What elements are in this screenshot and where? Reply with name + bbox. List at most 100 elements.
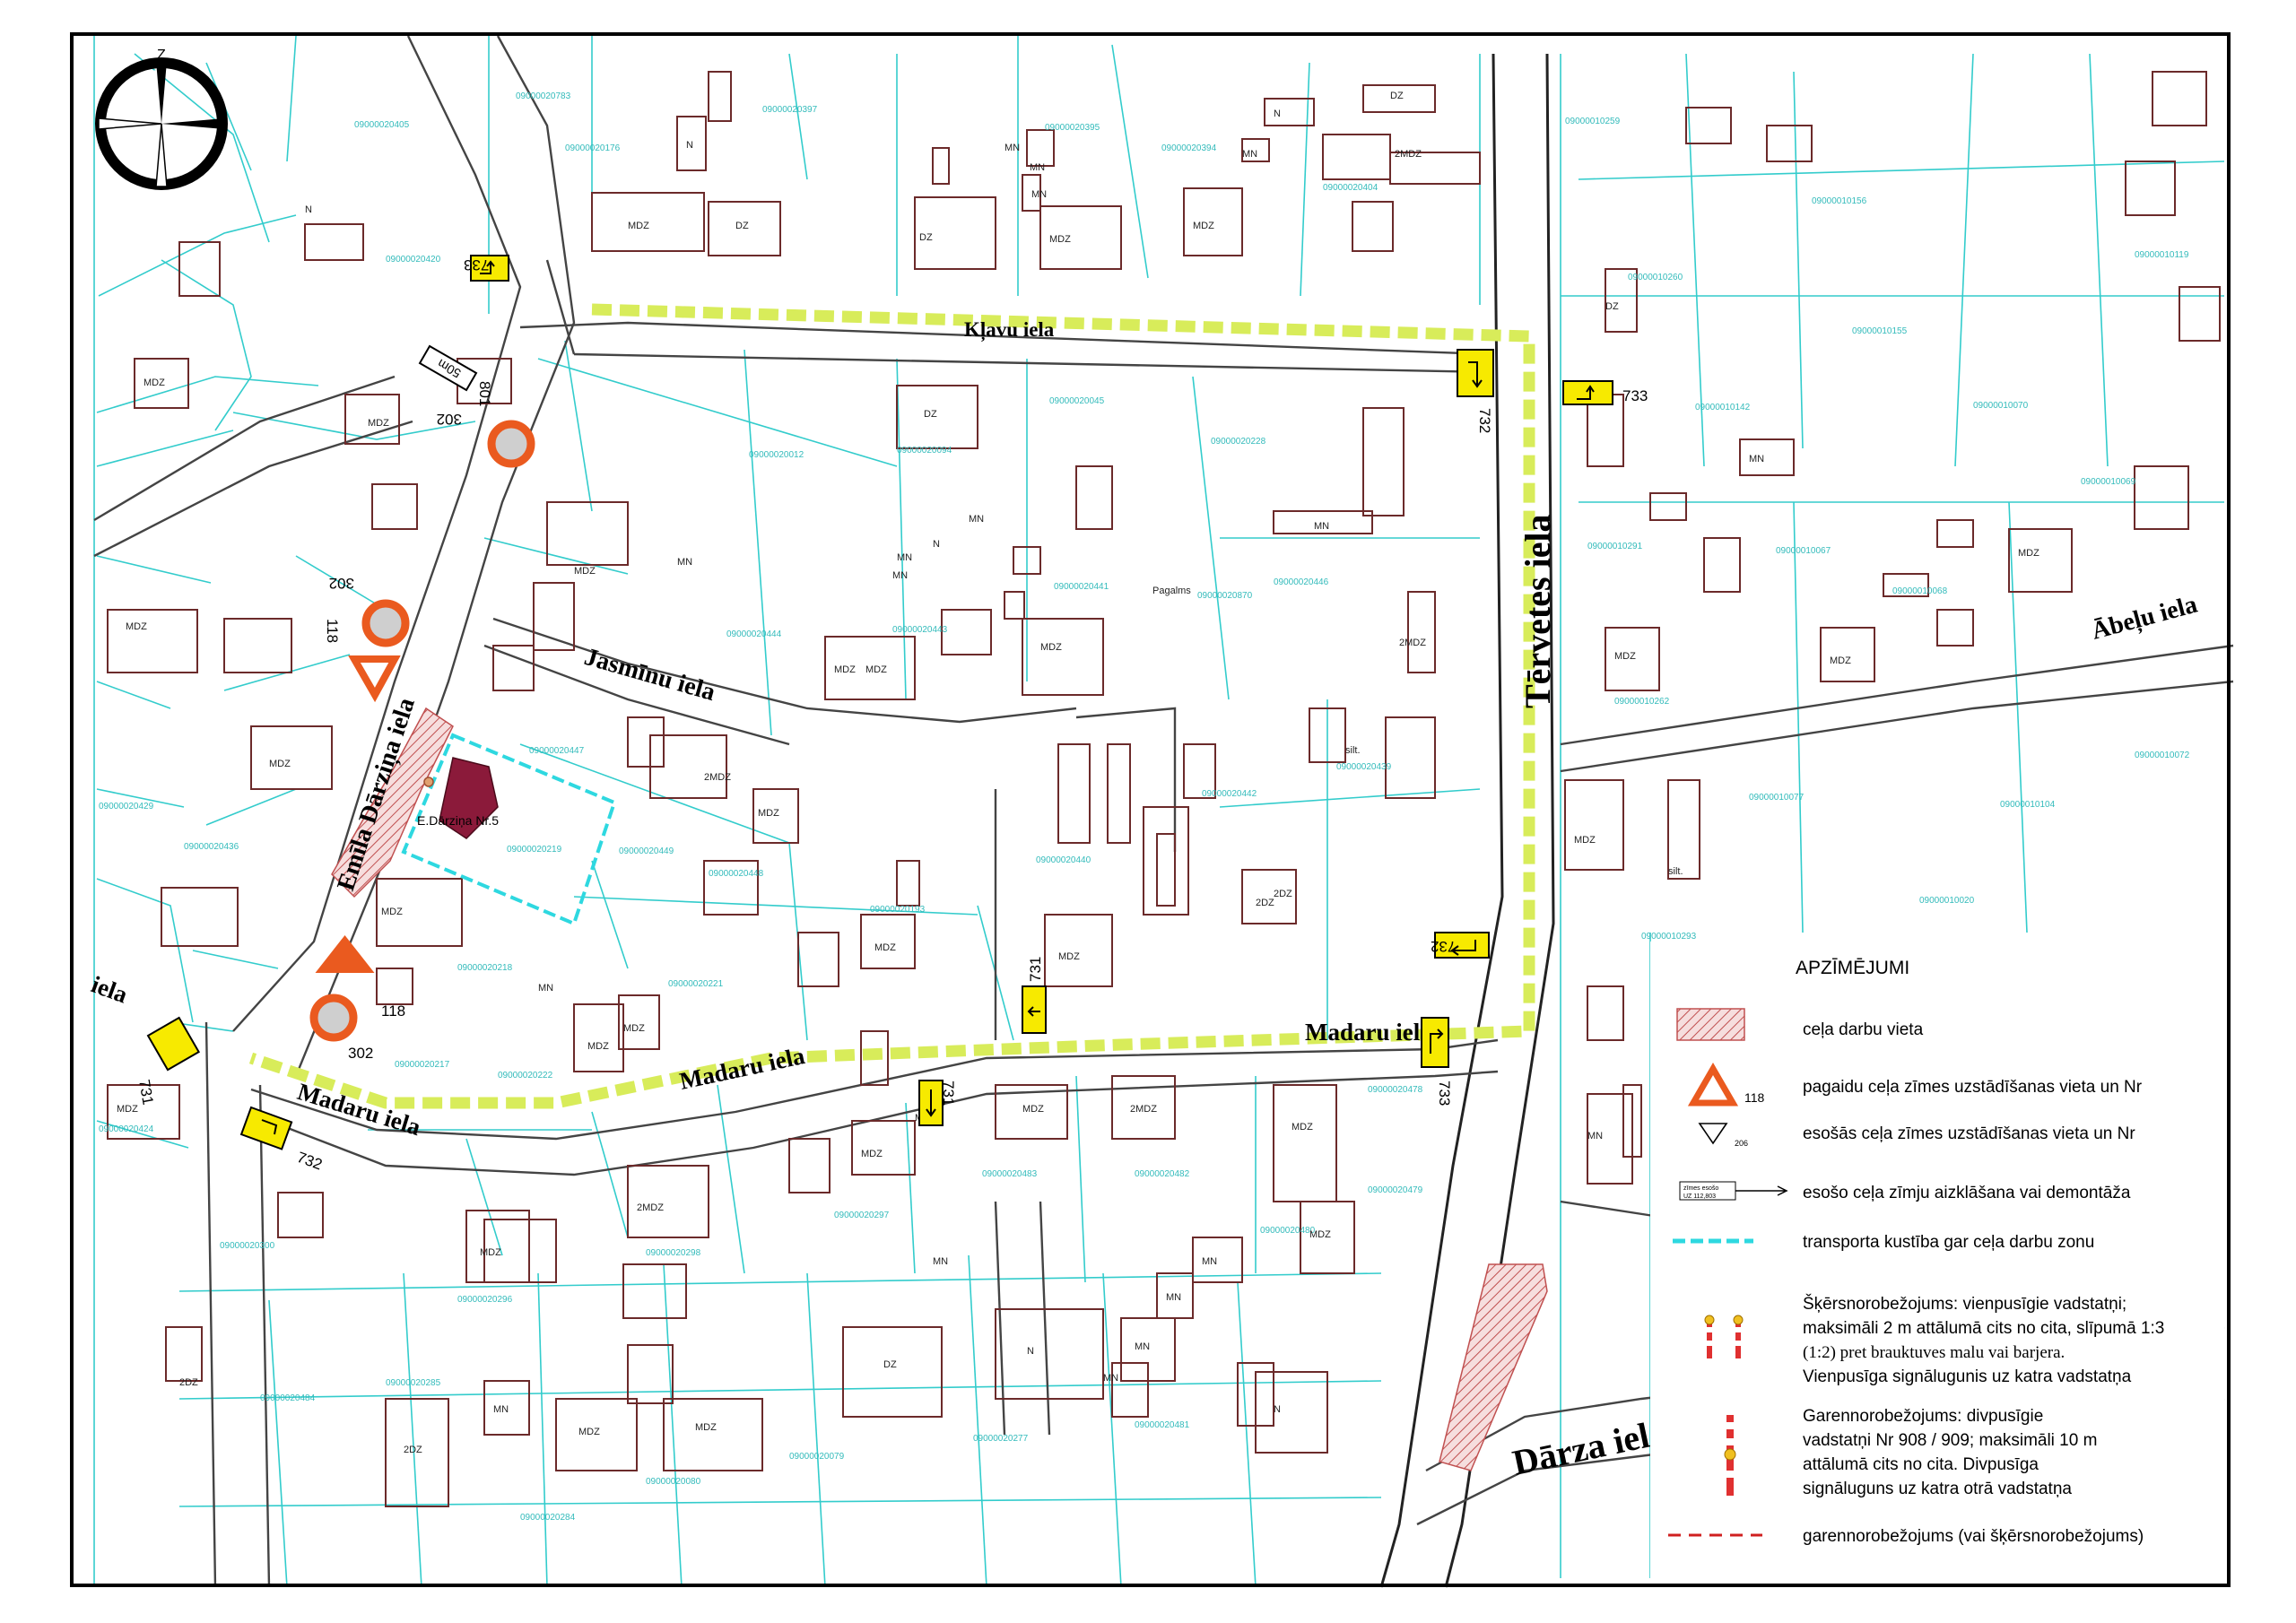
no-entry-sign-1 xyxy=(487,420,535,468)
building-label: N xyxy=(1274,1404,1281,1415)
north-label: Z xyxy=(157,48,166,63)
building-label: 2MDZ xyxy=(1130,1104,1157,1115)
building-label: MDZ xyxy=(1022,1104,1044,1115)
parcel-label: 09000020094 xyxy=(897,446,952,456)
parcel-numbers: 09000020397 09000020395 09000020394 0900… xyxy=(99,91,2190,1567)
parcel-label: 09000010262 xyxy=(1614,697,1670,707)
legend-item-long-l4: signāluguns uz katra otrā vadstatņa xyxy=(1803,1480,2072,1498)
no-entry-sign-2 xyxy=(361,599,410,647)
building-label: MN xyxy=(1202,1256,1217,1267)
parcel-label: 09000010260 xyxy=(1628,273,1683,282)
parcel-label: 09000020285 xyxy=(386,1378,441,1388)
sign-733-c: 733 xyxy=(1421,1017,1453,1106)
building-label: N xyxy=(1274,108,1281,119)
parcel-label: 09000020448 xyxy=(709,869,764,879)
sign-731-b: 731 xyxy=(918,1080,957,1126)
sign-731-a-num: 731 xyxy=(1027,957,1044,982)
building-label: silt. xyxy=(1345,745,1361,756)
parcel-label: 09000020444 xyxy=(726,629,782,639)
parcel-label: 09000010142 xyxy=(1695,403,1751,412)
building-label: MDZ xyxy=(1193,221,1214,231)
parcel-label: 09000020442 xyxy=(1202,789,1257,799)
parcel-label: 09000020446 xyxy=(1274,577,1329,587)
legend-item-cross-l1: Šķērsnorobežojums: vienpusīgie vadstatņi… xyxy=(1803,1294,2126,1314)
building-label: MDZ xyxy=(861,1149,883,1159)
parcel-label: 09000020404 xyxy=(1323,183,1378,193)
building-label: MDZ xyxy=(480,1247,501,1258)
building-label: Pagalms xyxy=(1152,586,1191,596)
building-label: MN xyxy=(1030,162,1045,173)
parcel-label: 09000010069 xyxy=(2081,477,2136,487)
parcel-label: 09000010156 xyxy=(1812,196,1867,206)
building-label: 2MDZ xyxy=(637,1202,664,1213)
building-label: MDZ xyxy=(1830,655,1851,666)
parcel-label: 09000010119 xyxy=(2135,250,2189,260)
building-label: MDZ xyxy=(1292,1122,1313,1133)
sign-731-c-num: 731 xyxy=(135,1078,157,1106)
parcel-label: 09000020218 xyxy=(457,963,513,973)
legend-cover-arrow xyxy=(1735,1185,1788,1196)
legend-existing-sign-icon xyxy=(1698,1123,1728,1145)
parcel-label: 09000010068 xyxy=(1892,586,1948,596)
no-entry-sign-3 xyxy=(309,994,358,1042)
sign-302-a-num: 302 xyxy=(437,411,462,428)
parcel-label: 09000020443 xyxy=(892,625,948,635)
parcel-label: 09000020277 xyxy=(973,1434,1029,1444)
building-label: MN xyxy=(1587,1131,1603,1141)
building-label: MDZ xyxy=(117,1104,138,1115)
parcel-label: 09000020870 xyxy=(1197,591,1253,601)
parcel-label: 09000020436 xyxy=(184,842,239,852)
site-building xyxy=(439,757,499,839)
parcel-label: 09000020481 xyxy=(1135,1420,1190,1430)
street-tervetes: Tērvetes iela xyxy=(1518,514,1558,708)
building-label: MDZ xyxy=(695,1422,717,1433)
parcel-label: 09000020478 xyxy=(1368,1085,1423,1095)
parcel-label: 09000020395 xyxy=(1045,123,1100,133)
sign-733-b: 733 xyxy=(1562,380,1648,405)
building-label: MN xyxy=(1166,1292,1181,1303)
legend-item-traffic: transporta kustība gar ceļa darbu zonu xyxy=(1803,1233,2094,1252)
building-label: MDZ xyxy=(587,1041,609,1052)
building-label: 2DZ xyxy=(179,1377,198,1388)
building-label: MN xyxy=(1103,1373,1118,1384)
legend-temp-sign-icon xyxy=(1687,1063,1739,1107)
parcel-label: 09000020176 xyxy=(565,143,621,153)
legend-cross-barrier-icon xyxy=(1704,1315,1744,1358)
building-label: MDZ xyxy=(834,664,856,675)
parcel-label: 09000020405 xyxy=(354,120,410,130)
building-label: 2DZ xyxy=(1256,898,1274,908)
building-label: MN xyxy=(538,983,553,994)
building-label: DZ xyxy=(919,232,933,243)
building-label: MDZ xyxy=(144,378,165,388)
parcel-label: 09000020483 xyxy=(982,1169,1038,1179)
building-label: 2MDZ xyxy=(704,772,731,783)
parcel-label: 09000010155 xyxy=(1852,326,1908,336)
existing-signs: 733 732 733 732 731 733 xyxy=(135,255,1648,1173)
street-madaru-3: Madaru iela xyxy=(1305,1019,1432,1046)
building-label: MDZ xyxy=(381,907,403,917)
sign-801-num: 801 xyxy=(476,381,493,406)
parcel-label: 09000020080 xyxy=(646,1477,701,1487)
legend-item-worksite: ceļa darbu vieta xyxy=(1803,1020,1924,1039)
building-label: DZ xyxy=(924,409,937,420)
parcel-label: 09000020297 xyxy=(834,1211,890,1220)
sign-733-b-num: 733 xyxy=(1622,387,1648,404)
parcel-label: 09000020012 xyxy=(749,450,804,460)
sign-731-c: 731 xyxy=(135,1016,201,1107)
building-label: MDZ xyxy=(574,566,596,577)
parcel-label: 09000010072 xyxy=(2135,751,2190,760)
building-label: DZ xyxy=(735,221,749,231)
sign-731-b-num: 731 xyxy=(940,1081,957,1106)
parcel-label: 09000020394 xyxy=(1161,143,1217,153)
building-label: MDZ xyxy=(1309,1229,1331,1240)
site-parcel: 09000020219 xyxy=(507,845,562,855)
legend-item-cross-l3: (1:2) pret brauktuves malu vai barjera. xyxy=(1803,1343,2065,1362)
parcel-label: 09000020296 xyxy=(457,1295,513,1305)
building-label: MDZ xyxy=(628,221,649,231)
sign-732-b-num: 732 xyxy=(1431,938,1456,955)
legend-item-long-l3: attālumā cits no cita. Divpusīga xyxy=(1803,1455,2039,1474)
sign-732-a: 732 xyxy=(1457,349,1494,433)
building-label: MN xyxy=(1031,189,1047,200)
building-label: MDZ xyxy=(1574,835,1596,846)
